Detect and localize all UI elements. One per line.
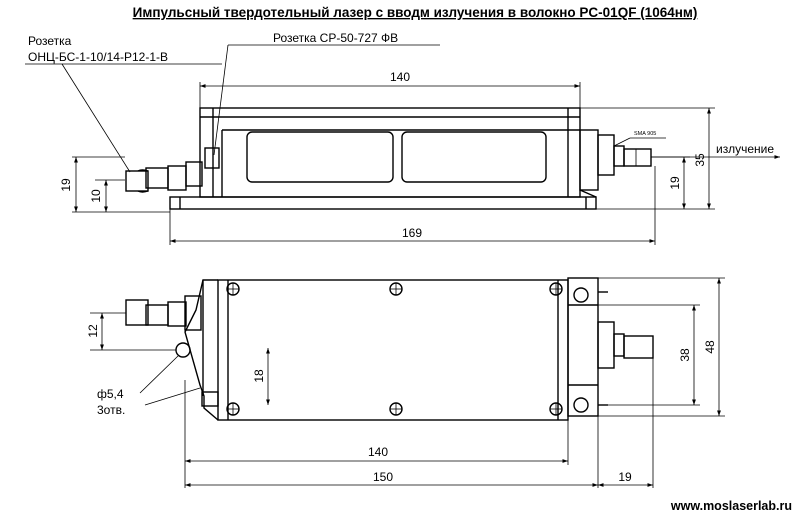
drawing-title: Импульсный твердотельный лазер с вводм и… bbox=[133, 5, 698, 20]
hole-label-2: 3отв. bbox=[97, 403, 125, 417]
sma-label: SMA 905 bbox=[634, 131, 656, 137]
dim-169: 169 bbox=[402, 226, 422, 240]
left-connector-label-1: Розетка bbox=[28, 34, 72, 48]
dim-19-bottom: 19 bbox=[618, 470, 632, 484]
hole-label-1: ф5,4 bbox=[97, 387, 124, 401]
dim-35: 35 bbox=[693, 153, 707, 167]
dim-38: 38 bbox=[678, 348, 692, 362]
dim-19-left: 19 bbox=[59, 178, 73, 192]
side-view bbox=[25, 44, 780, 245]
output-label: излучение bbox=[716, 142, 774, 156]
right-connector-label: Розетка СР-50-727 ФВ bbox=[273, 31, 398, 45]
website-link[interactable]: www.moslaserlab.ru bbox=[670, 499, 792, 513]
dim-48: 48 bbox=[703, 340, 717, 354]
top-view bbox=[90, 277, 725, 488]
dim-140-top: 140 bbox=[390, 70, 410, 84]
dim-10: 10 bbox=[89, 189, 103, 203]
dim-140-bottom: 140 bbox=[368, 445, 388, 459]
dim-12: 12 bbox=[86, 324, 100, 338]
dim-19-right: 19 bbox=[668, 176, 682, 190]
dim-18: 18 bbox=[252, 369, 266, 383]
dim-150: 150 bbox=[373, 470, 393, 484]
left-connector-label-2: ОНЦ-БС-1-10/14-Р12-1-В bbox=[28, 50, 168, 64]
